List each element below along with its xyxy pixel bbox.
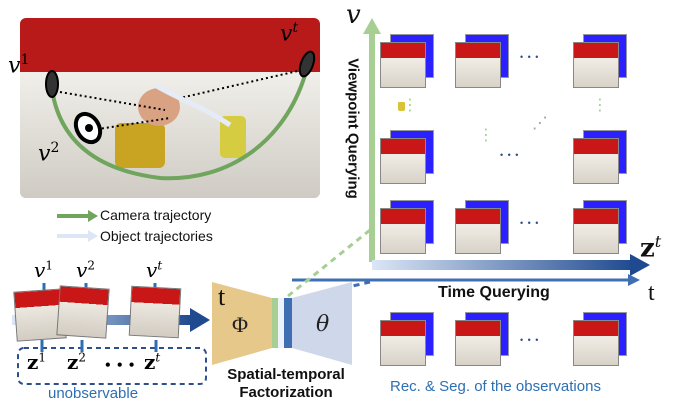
axis-label-v: v — [346, 0, 361, 30]
grid-thumb-r2c1 — [380, 130, 434, 184]
latent-bar-blue — [284, 298, 292, 348]
camera-v2-pupil — [85, 124, 93, 132]
viewpoint-axis-arrowhead — [363, 18, 381, 34]
grid-ddots: ⋰ — [532, 113, 548, 132]
time-querying-label: Time Querying — [438, 284, 550, 301]
obs-frame-2 — [56, 285, 110, 339]
legend-object-text: Object trajectories — [100, 228, 213, 244]
unobservable-box — [17, 347, 207, 385]
grid-thumb-r3c2 — [455, 200, 509, 254]
grid-thumb-r1c1 — [380, 34, 434, 111]
zt-axis-bar — [372, 260, 634, 270]
grid-dots-r1: • • • — [520, 52, 540, 62]
time-axis-arrowhead — [628, 274, 640, 286]
camera-vt-icon — [298, 50, 316, 78]
view-ray-1 — [59, 91, 166, 111]
rec-thumb-3 — [573, 312, 627, 366]
label-z2: z2 — [67, 350, 86, 374]
factorization-line1: Spatial-temporal — [227, 366, 345, 383]
decoder-theta-shape — [292, 282, 352, 365]
axis-label-t: t — [648, 280, 655, 306]
grid-thumb-r1c2 — [455, 34, 509, 88]
camera-trajectory-curve — [50, 74, 307, 181]
factorization-line2: Factorization — [239, 384, 333, 401]
grid-vdots-2: ⋮ — [478, 125, 494, 144]
rec-dots: • • • — [520, 335, 540, 345]
label-z1: z1 — [27, 350, 46, 374]
grid-vdots-1: ⋮ — [402, 95, 418, 114]
axis-label-zt: zt — [640, 232, 662, 264]
viewpoint-querying-label: Viewpoint Querying — [344, 58, 362, 199]
view-ray-t — [179, 69, 303, 99]
legend-camera-text: Camera trajectory — [100, 207, 212, 223]
latent-bar-green — [272, 298, 278, 348]
label-zt: zt — [144, 350, 161, 374]
label-z-dots: • • • — [104, 358, 136, 372]
grid-vdots-3: ⋮ — [592, 95, 608, 114]
label-v2: v2 — [38, 140, 60, 167]
theta-label: θ — [316, 312, 330, 337]
obs-label-v2: v2 — [76, 258, 95, 282]
object-trajectory-arrow — [153, 82, 232, 128]
rec-seg-label: Rec. & Seg. of the observations — [390, 378, 601, 395]
rec-thumb-2 — [455, 312, 509, 366]
legend-camera-arrowhead — [88, 210, 98, 222]
label-vt: vt — [280, 20, 299, 47]
grid-thumb-r1c3 — [573, 34, 627, 88]
encoder-phi-shape — [212, 282, 272, 365]
grid-thumb-r2c3 — [573, 130, 627, 184]
grid-dots-r2: • • • — [500, 150, 520, 160]
object-cup — [115, 123, 165, 168]
obs-time-label: t — [218, 282, 226, 311]
obs-label-vt: vt — [146, 258, 163, 282]
obs-frame-t — [128, 285, 182, 339]
latent-bar-white — [278, 298, 284, 348]
grid-thumb-r3c1 — [380, 200, 434, 254]
grid-dots-r3: • • • — [520, 218, 540, 228]
view-ray-2 — [91, 117, 171, 131]
label-v1: v1 — [8, 52, 30, 79]
camera-v1-icon — [45, 70, 59, 98]
observation-time-arrowhead — [190, 308, 210, 332]
unobservable-label: unobservable — [48, 385, 139, 402]
factorization-label: Spatial-temporal Factorization — [206, 366, 366, 402]
legend-object-arrowhead — [88, 230, 98, 242]
obs-label-v1: v1 — [34, 258, 53, 282]
grid-thumb-r3c3 — [573, 200, 627, 254]
phi-label: Φ — [232, 312, 249, 337]
rec-thumb-1 — [380, 312, 434, 366]
zt-axis-arrowhead — [630, 254, 650, 276]
